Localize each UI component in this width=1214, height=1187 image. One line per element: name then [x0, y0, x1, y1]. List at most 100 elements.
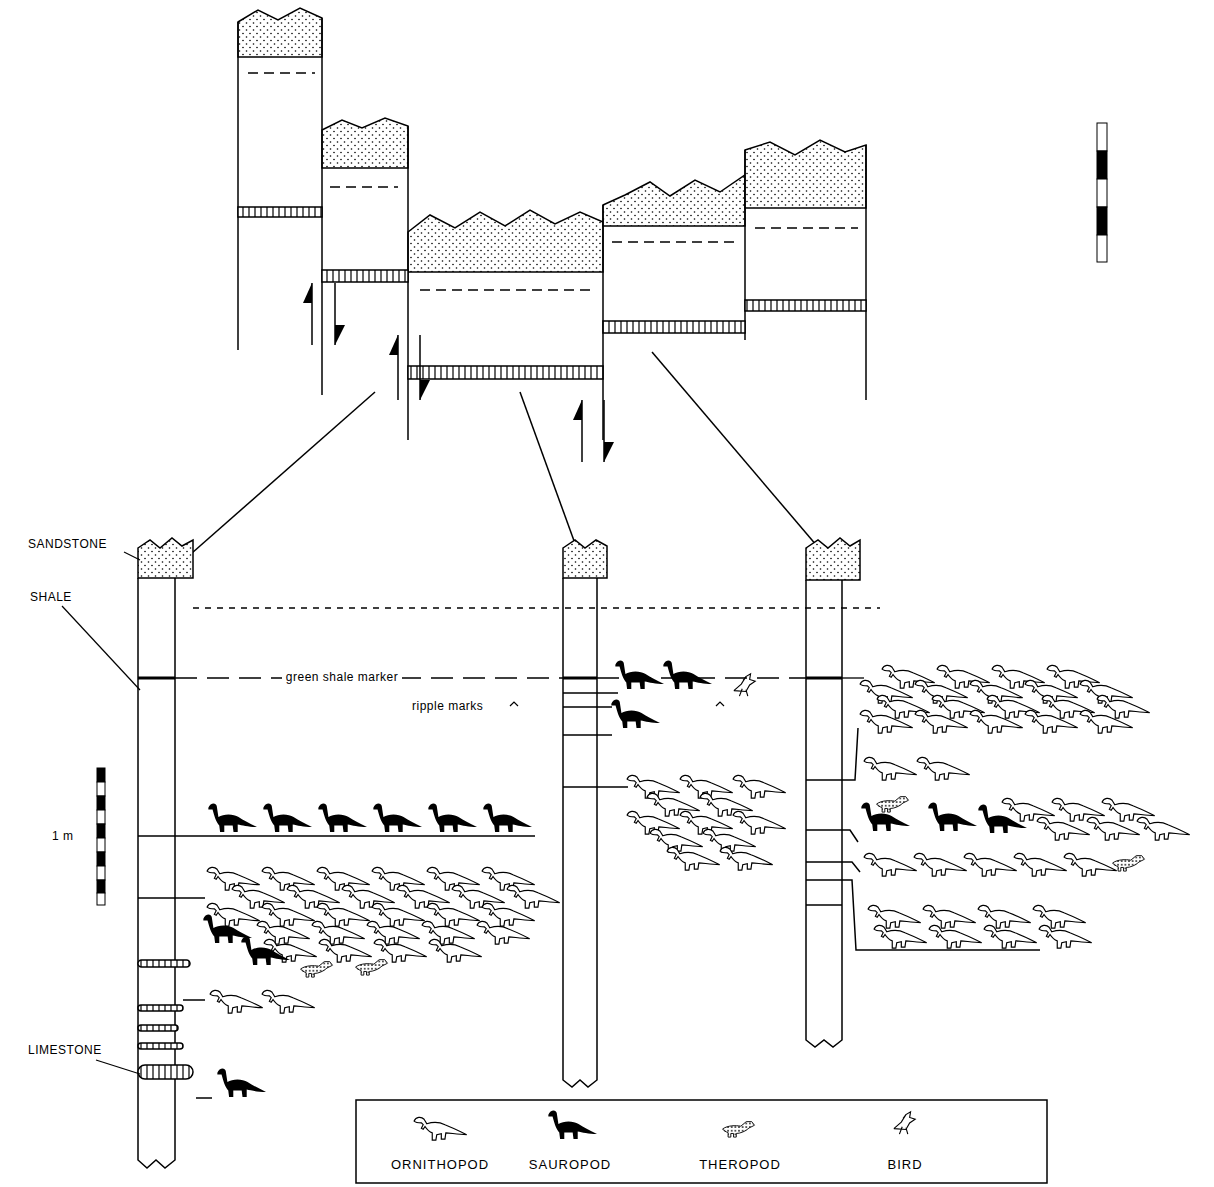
trackway-icons — [203, 660, 1189, 1097]
track-icon — [1039, 925, 1092, 948]
track-icon — [860, 710, 913, 733]
scale-label: 1 m — [52, 830, 74, 843]
legend-icon — [894, 1112, 915, 1134]
track-icon — [1097, 695, 1150, 718]
track-icon — [319, 939, 372, 962]
track-icon — [978, 905, 1031, 928]
legend-icon — [548, 1110, 597, 1139]
track-icon — [734, 674, 755, 696]
track-icon — [1087, 817, 1140, 840]
track-icon — [482, 903, 535, 926]
track-icon — [915, 710, 968, 733]
track-icon — [928, 802, 977, 831]
track-icon — [287, 885, 340, 908]
track-icon — [877, 797, 909, 812]
track-icon — [733, 811, 786, 834]
scale-bar — [97, 768, 105, 905]
legend-label: BIRD — [887, 1158, 922, 1172]
track-icon — [342, 885, 395, 908]
track-icon — [1002, 798, 1055, 821]
track-icon — [615, 660, 664, 689]
track-icon — [477, 921, 530, 944]
track-icon — [864, 853, 917, 876]
fault-block-section — [238, 8, 866, 440]
track-icon — [301, 962, 333, 977]
track-icon — [1052, 798, 1105, 821]
track-icon — [868, 905, 921, 928]
track-icon — [611, 699, 660, 728]
track-icon — [700, 793, 753, 816]
legend-label: ORNITHOPOD — [391, 1158, 489, 1172]
track-icon — [207, 903, 260, 926]
track-icon — [373, 803, 422, 832]
track-icon — [397, 885, 450, 908]
fault-arrows — [303, 283, 614, 462]
unit-label: SHALE — [30, 591, 72, 604]
track-icon — [663, 660, 712, 689]
track-icon — [1080, 710, 1133, 733]
fault-arrowhead — [389, 335, 398, 355]
track-icon — [1037, 817, 1090, 840]
unit-label: SANDSTONE — [28, 538, 107, 551]
fault-arrowhead — [573, 400, 582, 420]
track-icon — [263, 803, 312, 832]
track-icon — [864, 757, 917, 780]
track-icon — [483, 803, 532, 832]
track-icon — [317, 903, 370, 926]
track-icon — [984, 925, 1037, 948]
track-icon — [427, 903, 480, 926]
track-icon — [917, 757, 970, 780]
feature-label: ripple marks — [412, 700, 483, 713]
legend-icon — [414, 1117, 467, 1140]
track-icon — [1113, 856, 1145, 871]
track-icon — [241, 936, 290, 965]
legend-label: THEROPOD — [699, 1158, 781, 1172]
fault-arrowhead — [604, 442, 614, 462]
unit-label: LIMESTONE — [28, 1044, 102, 1057]
track-icon — [217, 1068, 266, 1097]
measured-section — [138, 538, 1040, 1168]
track-icon — [1064, 853, 1117, 876]
track-icon — [923, 905, 976, 928]
legend-icons — [414, 1110, 915, 1140]
label-leader — [62, 552, 140, 1074]
track-icon — [1137, 817, 1190, 840]
track-icon — [733, 775, 786, 798]
track-icon — [970, 710, 1023, 733]
correlation-leader — [192, 352, 823, 553]
track-icon — [1033, 905, 1086, 928]
track-icon — [929, 925, 982, 948]
fault-arrowhead — [420, 380, 430, 400]
legend-label: SAUROPOD — [529, 1158, 611, 1172]
track-icon — [374, 939, 427, 962]
track-icon — [318, 803, 367, 832]
track-icon — [647, 793, 700, 816]
fault-arrowhead — [303, 283, 312, 303]
track-icon — [452, 885, 505, 908]
correlation-line — [175, 608, 880, 678]
track-icon — [914, 853, 967, 876]
scale-bar — [1097, 123, 1107, 262]
track-icon — [964, 853, 1017, 876]
track-icon — [208, 803, 257, 832]
track-icon — [667, 847, 720, 870]
legend-icon — [723, 1122, 755, 1137]
track-icon — [428, 803, 477, 832]
track-icon — [210, 990, 263, 1013]
track-icon — [507, 885, 560, 908]
track-icon — [1014, 853, 1067, 876]
track-icon — [356, 960, 388, 975]
marker-label: green shale marker — [282, 671, 402, 684]
track-icon — [429, 939, 482, 962]
track-icon — [874, 925, 927, 948]
track-icon — [720, 847, 773, 870]
track-icon — [232, 885, 285, 908]
track-icon — [372, 903, 425, 926]
track-icon — [1025, 710, 1078, 733]
legend-frame — [356, 1100, 1047, 1183]
track-icon — [1102, 798, 1155, 821]
track-icon — [262, 903, 315, 926]
track-icon — [262, 990, 315, 1013]
fault-arrowhead — [335, 325, 345, 345]
